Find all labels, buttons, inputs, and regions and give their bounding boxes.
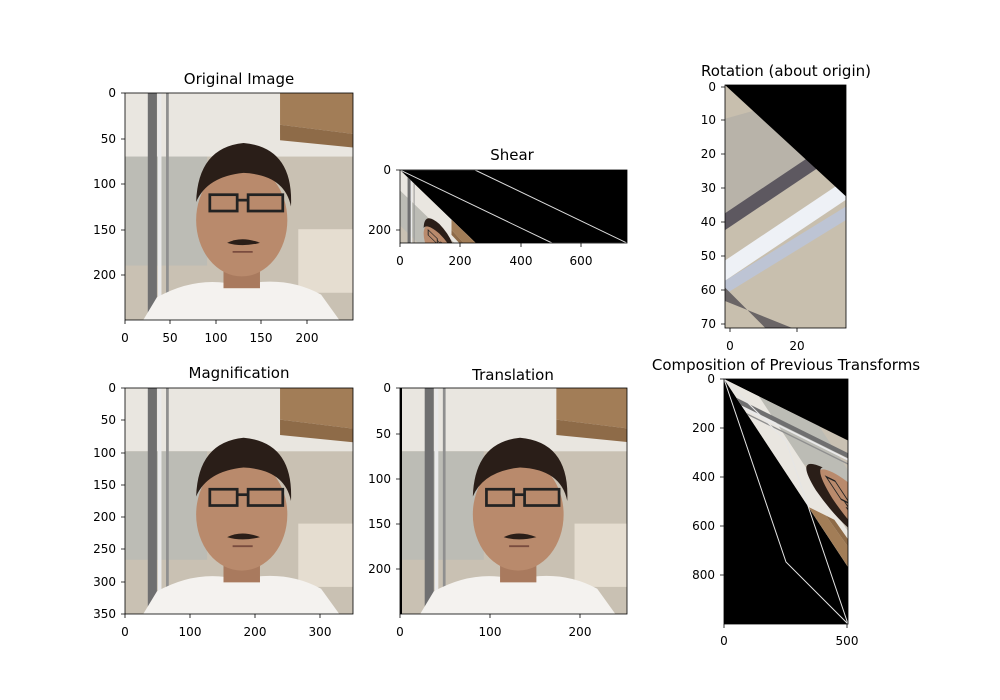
x-tick-label: 100 — [479, 625, 502, 639]
y-tick-label: 100 — [368, 472, 391, 486]
x-axis: 0 100 200 — [396, 614, 591, 639]
image-original — [125, 93, 353, 320]
x-tick-label: 100 — [179, 625, 202, 639]
panel-magnification: Magnification 0 100 200 300 0 50 100 150… — [93, 364, 354, 639]
panel-title: Original Image — [184, 70, 294, 88]
panel-title: Rotation (about origin) — [701, 62, 871, 80]
panel-composition: Composition of Previous Transforms 0 500… — [652, 356, 920, 648]
y-tick-label: 600 — [692, 519, 715, 533]
y-tick-label: 50 — [701, 249, 716, 263]
y-tick-label: 200 — [368, 562, 391, 576]
y-tick-label: 30 — [701, 181, 716, 195]
image-translation — [400, 388, 627, 614]
y-tick-label: 250 — [93, 542, 116, 556]
y-tick-label: 50 — [101, 132, 116, 146]
y-tick-label: 0 — [108, 86, 116, 100]
y-axis: 0 50 100 150 200 — [93, 86, 125, 282]
y-axis: 0 200 400 600 800 — [692, 372, 724, 582]
x-tick-label: 200 — [569, 625, 592, 639]
y-tick-label: 150 — [368, 517, 391, 531]
y-tick-label: 400 — [692, 470, 715, 484]
panel-title: Shear — [490, 146, 534, 164]
axes-frame — [399, 169, 628, 244]
y-tick-label: 200 — [692, 421, 715, 435]
x-tick-label: 200 — [296, 331, 319, 345]
x-tick-label: 400 — [510, 254, 533, 268]
y-axis: 0 50 100 150 200 250 300 350 — [93, 381, 125, 621]
image-composition — [724, 379, 848, 624]
x-axis: 0 20 — [726, 328, 805, 353]
y-axis: 0 200 — [368, 163, 400, 237]
y-tick-label: 350 — [93, 607, 116, 621]
panel-title: Magnification — [189, 364, 290, 382]
x-tick-label: 20 — [789, 339, 804, 353]
panel-shear: Shear 0 200 400 600 0 200 — [368, 146, 628, 268]
y-tick-label: 0 — [707, 372, 715, 386]
x-tick-label: 300 — [309, 625, 332, 639]
y-tick-label: 300 — [93, 575, 116, 589]
x-axis: 0 200 400 600 — [396, 243, 592, 268]
y-axis: 0 10 20 30 40 50 60 70 — [701, 80, 725, 331]
y-tick-label: 50 — [376, 427, 391, 441]
x-tick-label: 200 — [449, 254, 472, 268]
x-tick-label: 150 — [250, 331, 273, 345]
y-tick-label: 150 — [93, 223, 116, 237]
y-tick-label: 60 — [701, 283, 716, 297]
panel-original: Original Image 0 50 100 150 200 0 50 100… — [93, 70, 354, 345]
y-tick-label: 0 — [383, 381, 391, 395]
axes-frame — [124, 92, 354, 321]
axes-frame — [723, 378, 849, 625]
y-tick-label: 800 — [692, 568, 715, 582]
x-tick-label: 0 — [396, 625, 404, 639]
x-axis: 0 50 100 150 200 — [121, 320, 318, 345]
x-tick-label: 100 — [205, 331, 228, 345]
y-tick-label: 200 — [93, 268, 116, 282]
y-tick-label: 0 — [708, 80, 716, 94]
y-tick-label: 50 — [101, 413, 116, 427]
y-tick-label: 10 — [701, 113, 716, 127]
x-tick-label: 50 — [162, 331, 177, 345]
y-axis: 0 50 100 150 200 — [368, 381, 400, 576]
x-tick-label: 0 — [396, 254, 404, 268]
x-axis: 0 100 200 300 — [121, 614, 331, 639]
x-tick-label: 0 — [121, 625, 129, 639]
axes-frame — [124, 387, 354, 615]
image-magnification — [125, 388, 353, 614]
y-tick-label: 150 — [93, 478, 116, 492]
panel-rotation: Rotation (about origin) 0 20 0 10 20 30 … — [701, 62, 871, 353]
axes-frame — [724, 84, 847, 329]
y-tick-label: 0 — [108, 381, 116, 395]
image-shear — [400, 170, 627, 243]
x-tick-label: 200 — [244, 625, 267, 639]
x-tick-label: 0 — [121, 331, 129, 345]
x-tick-label: 600 — [570, 254, 593, 268]
y-tick-label: 100 — [93, 446, 116, 460]
x-tick-label: 0 — [726, 339, 734, 353]
y-tick-label: 20 — [701, 147, 716, 161]
y-tick-label: 0 — [383, 163, 391, 177]
y-tick-label: 40 — [701, 215, 716, 229]
panel-title: Composition of Previous Transforms — [652, 356, 920, 374]
y-tick-label: 200 — [368, 223, 391, 237]
x-tick-label: 0 — [720, 634, 728, 648]
x-tick-label: 500 — [836, 634, 859, 648]
panel-translation: Translation 0 100 200 0 50 100 150 200 — [368, 366, 628, 639]
panel-title: Translation — [471, 366, 554, 384]
axes-frame — [399, 387, 628, 615]
y-tick-label: 70 — [701, 317, 716, 331]
y-tick-label: 200 — [93, 510, 116, 524]
y-tick-label: 100 — [93, 177, 116, 191]
image-rotation — [725, 85, 846, 328]
x-axis: 0 500 — [720, 624, 858, 648]
